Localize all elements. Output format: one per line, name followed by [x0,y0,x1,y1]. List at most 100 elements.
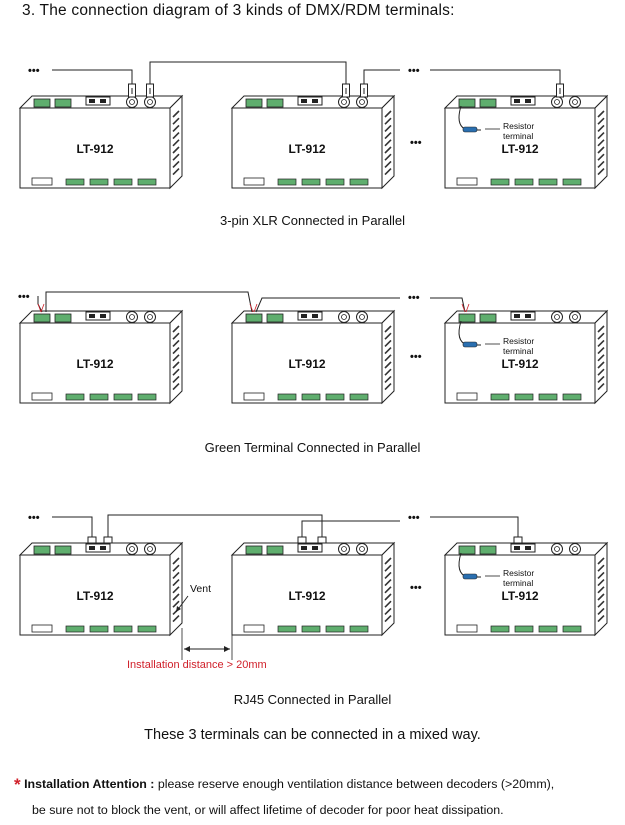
output-terminal [538,625,558,633]
caption-rj45: RJ45 Connected in Parallel [233,692,392,707]
output-terminal [89,625,109,633]
ellipsis-middle: ••• [408,292,420,304]
xlr-socket [338,311,350,323]
vent-slat [384,124,392,132]
output-terminal [65,393,85,401]
vent-slat [384,375,392,383]
xlr-socket-core [341,99,347,105]
output-terminal [277,393,297,401]
output-terminal [137,393,157,401]
green-terminal-top [33,545,51,555]
output-terminal [301,178,321,186]
vent-slat [384,557,392,565]
dmx-cable [430,516,519,541]
decoder-model-label: LT-912 [288,357,325,371]
rj45-port [514,99,520,103]
decoder-front-face [19,554,171,636]
page-heading: 3. The connection diagram of 3 kinds of … [22,2,455,19]
rj45-port [312,314,318,318]
decoder-model-label: LT-912 [501,142,538,156]
xlr-socket-core [359,314,365,320]
xlr-socket [569,311,581,323]
dmx-cable [363,69,400,84]
vent-slat [384,361,392,369]
xlr-socket-core [572,314,578,320]
asterisk-icon: * [14,775,21,794]
vent-slat [597,139,605,147]
output-terminal [325,178,345,186]
xlr-socket-core [129,314,135,320]
output-terminal [301,625,321,633]
vent-slat [597,160,605,168]
vent-slat [172,117,180,125]
vent-slat [172,110,180,118]
output-terminal [325,393,345,401]
output-terminal [325,625,345,633]
output-terminal [137,625,157,633]
ellipsis-left: ••• [28,512,40,524]
vent-slat [384,139,392,147]
green-terminal-top [33,313,51,323]
xlr-socket-core [572,546,578,552]
resistor-label-line2: terminal [503,578,533,588]
ellipsis-left: ••• [18,291,30,303]
vent-slat [384,586,392,594]
vent-slat [172,615,180,623]
xlr-socket-core [341,546,347,552]
decoder-model-label: LT-912 [76,142,113,156]
installation-distance-label: Installation distance > 20mm [127,659,267,671]
vent-slat [384,607,392,615]
green-terminal-top [266,545,284,555]
vent-slat [597,325,605,333]
xlr-socket [569,543,581,555]
vent-slat [172,557,180,565]
vent-slat [384,332,392,340]
decoder-unit: LT-912 [18,309,184,405]
rj45-plug [513,536,523,544]
rj45-port [301,99,307,103]
rj45-block [85,543,111,553]
decoder-unit: LT-912 [230,541,396,637]
vent-slat [597,354,605,362]
output-terminal [65,178,85,186]
vent-slat [384,160,392,168]
vent-slat [597,110,605,118]
green-terminal-top [266,313,284,323]
output-terminal [514,393,534,401]
ellipsis-between-units: ••• [410,137,422,149]
green-terminal-top [245,98,263,108]
xlr-socket-core [359,99,365,105]
vent-slat [172,332,180,340]
output-terminal [514,625,534,633]
decoder-model-label: LT-912 [501,357,538,371]
decoder-front-face [231,107,383,189]
decoder-model-label: LT-912 [76,357,113,371]
rj45-port [100,99,106,103]
green-terminal-top [245,313,263,323]
rj45-port [301,314,307,318]
vent-slat [597,593,605,601]
output-terminal [514,178,534,186]
ellipsis-left: ••• [28,65,40,77]
output-terminal [538,178,558,186]
decoder-model-label: LT-912 [501,589,538,603]
rj45-plug [87,536,97,544]
dmx-cable [255,297,400,313]
vent-slat [384,339,392,347]
vent-slat [172,361,180,369]
xlr-socket [126,96,138,108]
vent-slat [384,600,392,608]
ellipsis-between-units: ••• [410,582,422,594]
resistor-label-line1: Resistor [503,336,534,346]
power-terminal [31,177,53,186]
vent-slat [597,571,605,579]
xlr-socket-core [554,99,560,105]
rj45-block [297,311,323,321]
vent-slat [172,600,180,608]
rj45-block [297,543,323,553]
decoder-unit: LT-912 [18,541,184,637]
dmx-cable [52,69,133,84]
